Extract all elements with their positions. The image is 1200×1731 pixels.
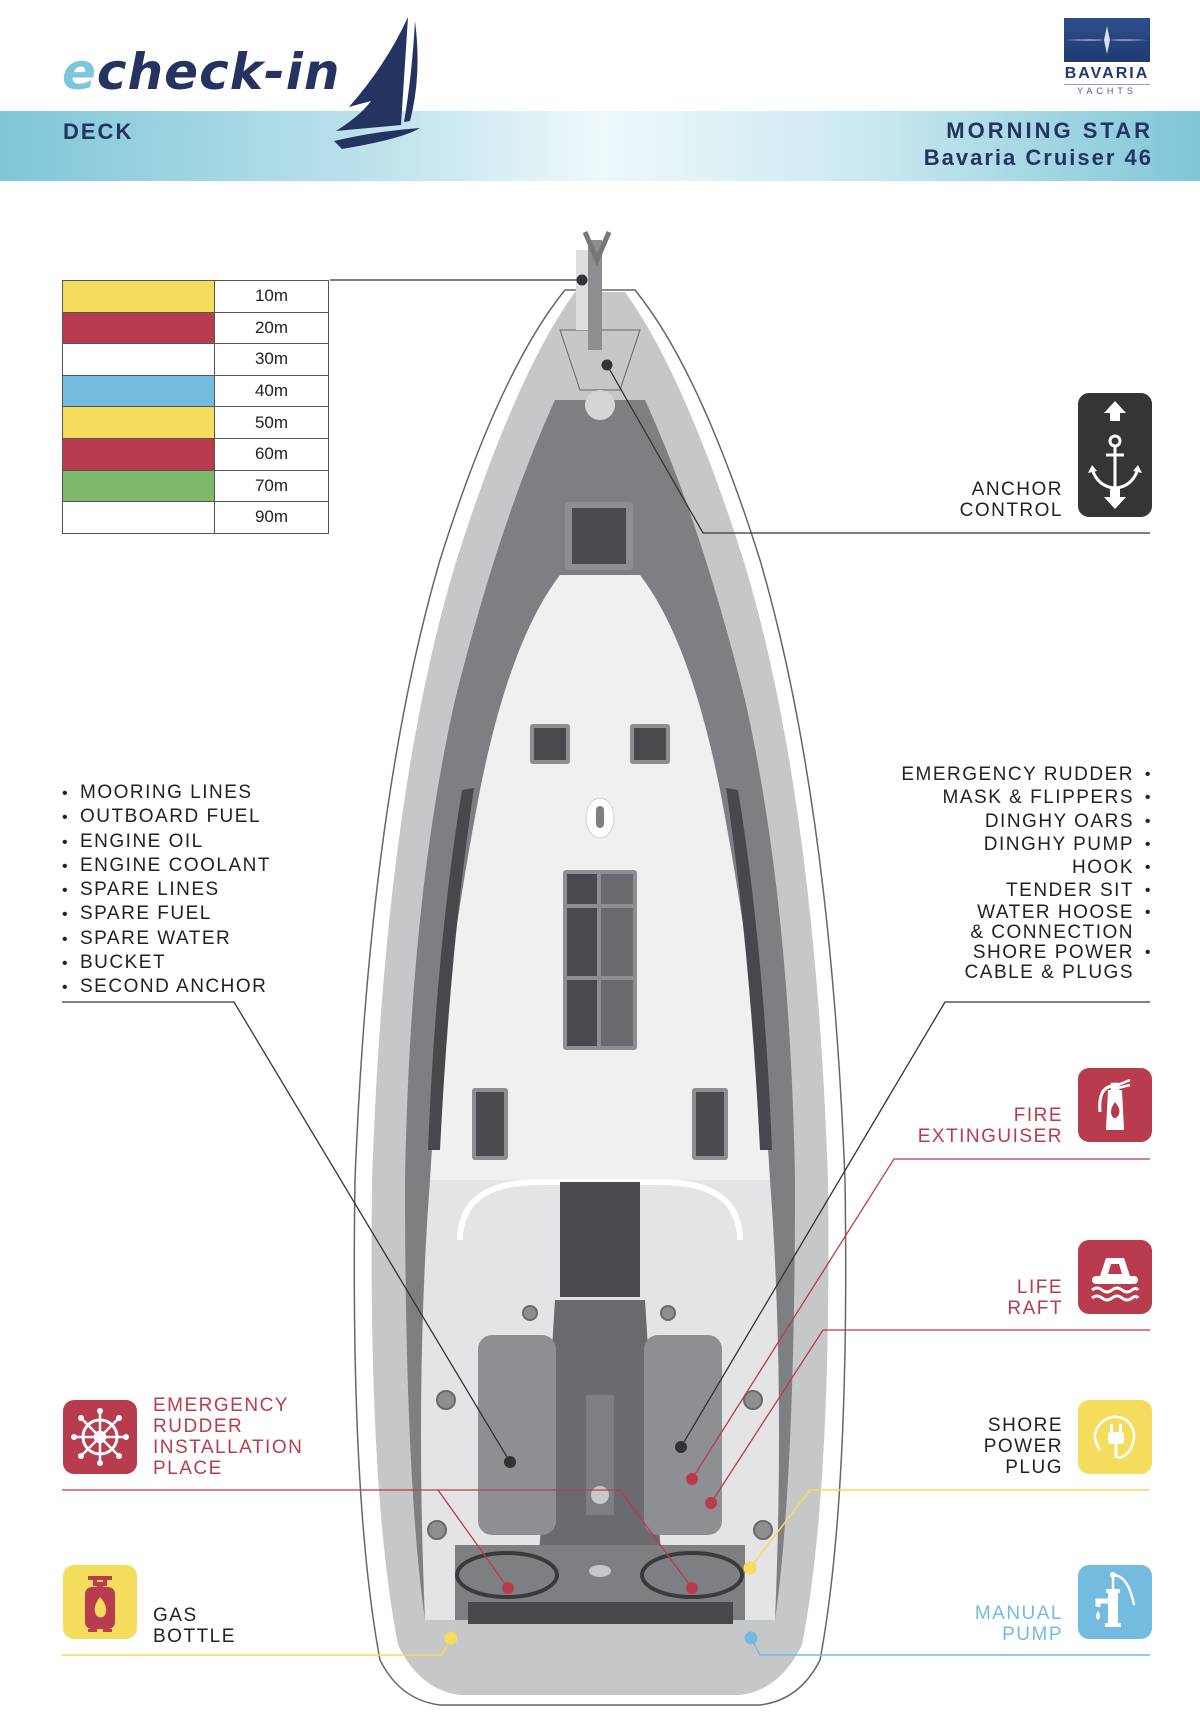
color-swatch — [62, 343, 215, 376]
marker-length: 10m — [214, 280, 329, 313]
anchor-icon-bow — [582, 231, 612, 267]
marker-dot — [743, 1561, 757, 1575]
marker-dot — [444, 1631, 458, 1645]
emergency-rudder-label: EMERGENCY RUDDER INSTALLATION PLACE — [153, 1395, 304, 1479]
marker-row: 30m — [62, 343, 329, 376]
water-pump-icon — [1095, 1572, 1136, 1627]
marker-length: 40m — [214, 374, 329, 408]
color-swatch — [62, 469, 215, 503]
cockpit-bench-port — [478, 1335, 556, 1535]
right-locker-list: EMERGENCY RUDDER• MASK & FLIPPERS• DINGH… — [901, 763, 1152, 983]
marker-dot — [686, 1473, 698, 1485]
power-plug-icon — [1093, 1415, 1136, 1460]
marker-length: 90m — [214, 501, 329, 534]
logo-text: check-in — [96, 43, 341, 101]
echeckin-logo: echeck-in — [62, 42, 340, 102]
shore-power-tile — [1078, 1400, 1152, 1474]
list-item: TENDER SIT• — [1006, 880, 1152, 902]
list-item: ENGINE COOLANT — [62, 854, 271, 878]
bavaria-logo: BAVARIA YACHTS — [1064, 18, 1150, 96]
manual-pump-label: MANUAL PUMP — [974, 1603, 1063, 1645]
marker-dot — [601, 359, 613, 371]
color-swatch — [62, 406, 215, 439]
list-item: EMERGENCY RUDDER• — [901, 764, 1152, 785]
marker-dot — [502, 1582, 514, 1594]
fire-extinguisher-label: FIRE EXTINGUISER — [917, 1105, 1063, 1147]
emergency-rudder-tile — [63, 1400, 137, 1474]
marker-row: 70m — [62, 469, 329, 503]
marker-length: 60m — [214, 437, 329, 471]
list-item: SECOND ANCHOR — [62, 975, 271, 999]
anchor-chain-marker-table: 10m 20m 30m 40m 50m 60m 70m 90m — [62, 280, 329, 534]
color-swatch — [62, 280, 215, 313]
marker-dot — [504, 1456, 516, 1468]
marker-length: 70m — [214, 469, 329, 503]
marker-row: 40m — [62, 374, 329, 408]
winch — [436, 1390, 456, 1410]
list-item: DINGHY OARS• — [984, 810, 1152, 832]
list-item: SPARE FUEL — [62, 902, 271, 926]
boat-model: Bavaria Cruiser 46 — [923, 145, 1153, 170]
winch — [427, 1520, 447, 1540]
brand-sub: YACHTS — [1077, 86, 1137, 96]
manual-pump-tile — [1078, 1565, 1152, 1639]
list-item: MASK & FLIPPERS• — [942, 787, 1152, 809]
marker-row: 10m — [62, 280, 329, 313]
gas-bottle-icon — [85, 1576, 115, 1632]
gas-bottle-tile — [63, 1565, 137, 1639]
list-item: MOORING LINES — [62, 781, 271, 805]
marker-length: 30m — [214, 343, 329, 376]
life-raft-icon — [1091, 1258, 1140, 1302]
marker-dot — [675, 1441, 687, 1453]
ship-wheel-icon — [71, 1408, 129, 1466]
sailboat-icon — [334, 17, 420, 149]
logo-prefix: e — [62, 43, 97, 101]
winch — [743, 1390, 763, 1410]
color-swatch — [62, 311, 215, 345]
cockpit-bench-starboard — [644, 1335, 722, 1535]
color-swatch — [62, 501, 215, 534]
left-locker-list: MOORING LINES OUTBOARD FUEL ENGINE OIL E… — [62, 781, 271, 1000]
anchor-control-label: ANCHOR CONTROL — [959, 479, 1063, 521]
bavaria-emblem-icon — [1064, 18, 1150, 62]
marker-row: 20m — [62, 311, 329, 345]
marker-dot — [686, 1582, 698, 1594]
marker-dot — [576, 274, 588, 286]
fire-extinguisher-tile — [1078, 1068, 1152, 1142]
winch — [753, 1520, 773, 1540]
marker-dot — [705, 1497, 717, 1509]
brand-name: BAVARIA — [1064, 65, 1150, 85]
companionway — [560, 1182, 640, 1297]
winch — [522, 1305, 538, 1321]
header-band — [0, 111, 1200, 181]
marker-dot — [744, 1631, 758, 1645]
list-item: SPARE LINES — [62, 878, 271, 902]
life-raft-label: LIFE RAFT — [1007, 1277, 1063, 1319]
anchor-updown-icon — [1088, 401, 1142, 509]
helm-wheel-starboard — [640, 1551, 744, 1599]
color-swatch — [62, 374, 215, 408]
winch — [660, 1305, 676, 1321]
color-swatch — [62, 437, 215, 471]
list-item: DINGHY PUMP• — [983, 833, 1152, 855]
helm-wheel-port — [455, 1551, 559, 1599]
marker-row: 90m — [62, 501, 329, 534]
gas-bottle-label: GAS BOTTLE — [153, 1605, 236, 1647]
shore-power-label: SHORE POWER PLUG — [983, 1415, 1063, 1478]
list-item: OUTBOARD FUEL — [62, 805, 271, 829]
marker-row: 60m — [62, 437, 329, 471]
list-item: SPARE WATER — [62, 927, 271, 951]
list-item: SHORE POWER•CABLE & PLUGS — [964, 941, 1152, 983]
bow-roller — [588, 240, 602, 350]
transom-step — [468, 1602, 733, 1624]
boat-name: MORNING STAR — [946, 118, 1153, 143]
list-item: ENGINE OIL — [62, 830, 271, 854]
life-raft-tile — [1078, 1240, 1152, 1314]
section-title: DECK — [63, 119, 134, 144]
list-item: BUCKET — [62, 951, 271, 975]
list-item: WATER HOOSE•& CONNECTION — [970, 901, 1152, 943]
fire-extinguisher-icon — [1098, 1078, 1131, 1130]
anchor-control-tile — [1078, 393, 1152, 517]
list-item: HOOK• — [1072, 857, 1152, 879]
